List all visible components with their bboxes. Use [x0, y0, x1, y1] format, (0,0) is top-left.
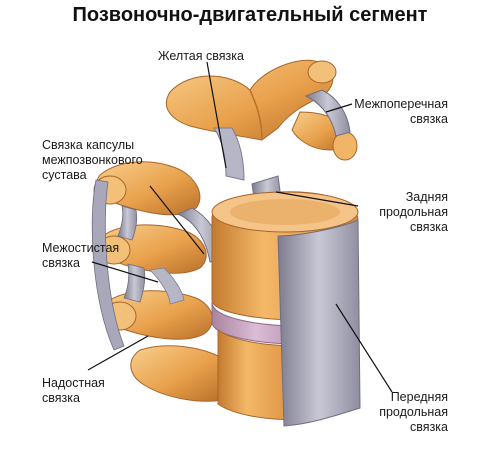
- label-posterior-longitudinal-ligament: Задняя продольная связка: [360, 190, 448, 235]
- label-intertransverse-ligament: Межпоперечная связка: [340, 97, 448, 127]
- label-yellow-ligament: Желтая связка: [158, 49, 244, 64]
- label-interspinous-line-2: связка: [42, 256, 80, 270]
- leader-supraspinous: [87, 335, 149, 371]
- label-intertransverse-line-2: связка: [410, 112, 448, 126]
- leader-facet-capsule: [149, 185, 205, 255]
- leader-intertransverse: [325, 103, 353, 113]
- label-supraspinous-ligament: Надостная связка: [42, 376, 105, 406]
- leader-lines: [87, 61, 393, 393]
- diagram-title: Позвоночно-двигательный сегмент: [72, 4, 428, 26]
- label-posterior-longitudinal-line-3: связка: [410, 220, 448, 234]
- leader-interspinous: [91, 261, 159, 283]
- label-posterior-longitudinal-line-2: продольная: [379, 205, 448, 219]
- label-interspinous-line-1: Межостистая: [42, 241, 120, 255]
- label-facet-capsule-line-2: межпозвонкового: [42, 153, 143, 167]
- label-facet-capsule-line-3: сустава: [42, 168, 87, 182]
- label-supraspinous-line-1: Надостная: [42, 376, 105, 390]
- interspinous-ligament-shape: [117, 205, 185, 305]
- leader-posterior-longitudinal: [275, 191, 359, 207]
- anterior-longitudinal-ligament-shape: [277, 219, 361, 427]
- leader-anterior-longitudinal: [335, 303, 393, 393]
- label-anterior-longitudinal-ligament: Передняя продольная связка: [350, 390, 448, 435]
- intertransverse-ligament-shape: [304, 89, 351, 137]
- label-posterior-longitudinal-line-1: Задняя: [405, 190, 448, 204]
- label-anterior-longitudinal-line-2: продольная: [379, 405, 448, 419]
- label-yellow-ligament-text: Желтая связка: [158, 49, 244, 63]
- label-anterior-longitudinal-line-3: связка: [410, 420, 448, 434]
- supraspinous-ligament-shape: [91, 179, 125, 351]
- leader-yellow-ligament: [206, 61, 227, 169]
- label-intertransverse-line-1: Межпоперечная: [354, 97, 448, 111]
- label-facet-capsule-line-1: Связка капсулы: [42, 138, 135, 152]
- label-anterior-longitudinal-line-1: Передняя: [390, 390, 448, 404]
- label-facet-capsule-ligament: Связка капсулы межпозвонкового сустава: [42, 138, 143, 183]
- label-interspinous-ligament: Межостистая связка: [42, 241, 119, 271]
- label-supraspinous-line-2: связка: [42, 391, 80, 405]
